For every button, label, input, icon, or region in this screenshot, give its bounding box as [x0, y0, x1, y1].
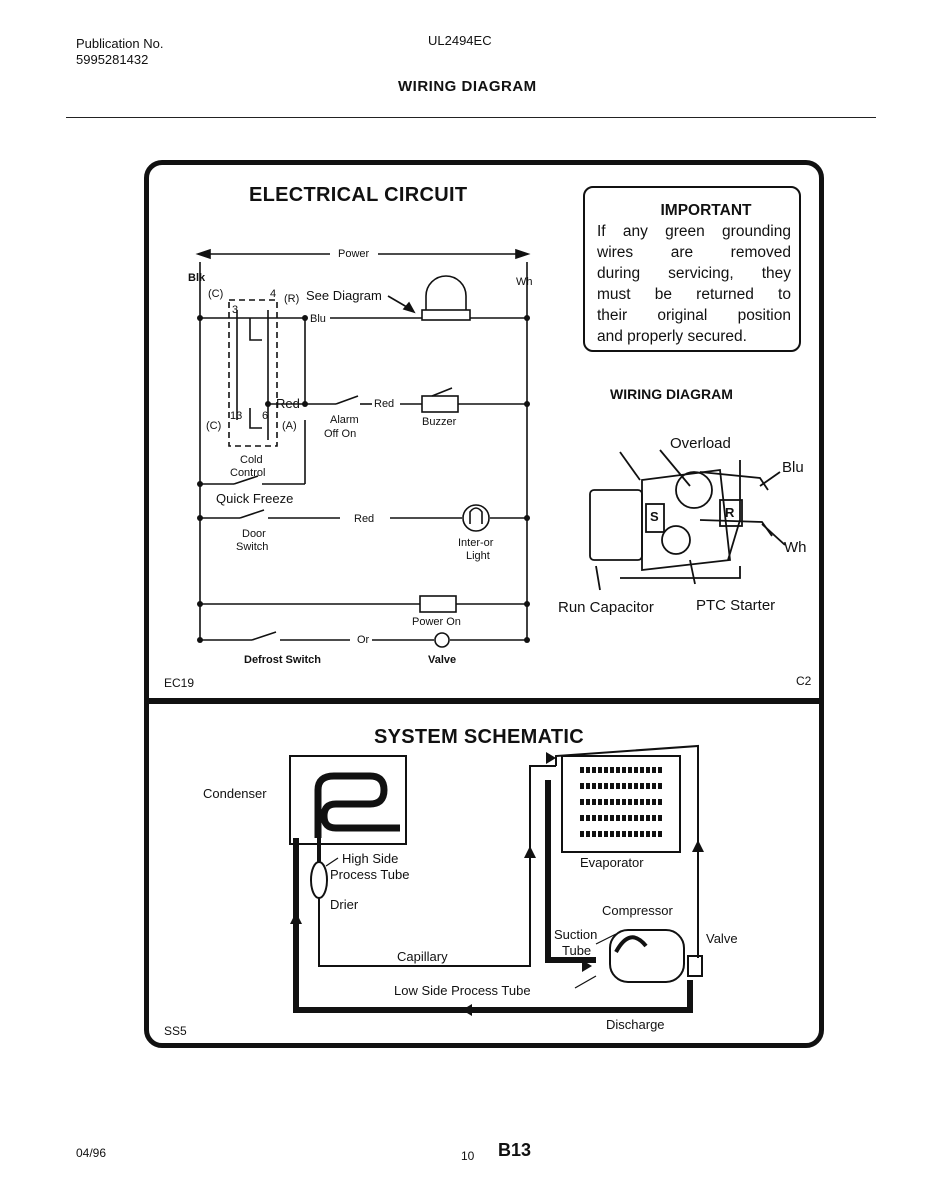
label-low-side-process-tube: Low Side Process Tube — [394, 983, 531, 998]
page-title: WIRING DIAGRAM — [398, 78, 537, 95]
publication-label: Publication No. — [76, 36, 164, 51]
label-red-1: Red — [276, 396, 300, 411]
label-blu: Blu — [310, 313, 326, 325]
code-ec19: EC19 — [164, 676, 195, 690]
important-line: and properly secured. — [597, 328, 747, 345]
important-heading: IMPORTANT — [660, 202, 752, 219]
important-line: wires are removed — [597, 244, 791, 261]
diagram-frame — [144, 160, 824, 1048]
label-s-terminal: S — [650, 509, 659, 524]
header-rule — [66, 117, 876, 118]
label-3: 3 — [232, 304, 239, 316]
footer-date: 04/96 — [76, 1146, 107, 1160]
label-process-tube: Process Tube — [330, 867, 410, 882]
label-valve: Valve — [428, 654, 457, 666]
important-line: If any green grounding — [597, 223, 791, 240]
label-door: Door — [242, 528, 266, 540]
label-6: 6 — [262, 410, 269, 422]
code-ss5: SS5 — [164, 1024, 187, 1038]
important-notice: IMPORTANT If any green grounding wires a… — [583, 186, 801, 352]
label-r-terminal: R — [725, 505, 735, 520]
label-tube: Tube — [562, 943, 592, 958]
label-alarm: Alarm — [330, 414, 359, 426]
label-interior: Inter-or — [458, 537, 494, 549]
label-overload: Overload — [670, 435, 731, 452]
label-wh-wire: Wh — [784, 539, 807, 556]
label-13: 13 — [230, 410, 243, 422]
label-blk: Blk — [188, 272, 206, 284]
label-a: (A) — [282, 420, 297, 432]
label-defrost-switch: Defrost Switch — [244, 654, 322, 666]
label-control: Control — [230, 467, 266, 479]
label-high-side: High Side — [342, 851, 399, 866]
label-power: Power — [338, 248, 370, 260]
label-suction: Suction — [554, 927, 598, 942]
label-red-2: Red — [374, 398, 395, 410]
label-cold: Cold — [240, 454, 263, 466]
label-power-on: Power On — [412, 616, 461, 628]
label-r: (R) — [284, 293, 300, 305]
model-number: UL2494EC — [428, 33, 492, 48]
label-red-3: Red — [354, 513, 375, 525]
footer-page-number: 10 — [461, 1149, 475, 1163]
label-switch: Switch — [236, 541, 269, 553]
important-line: must be returned to — [597, 286, 791, 303]
label-valve-schematic: Valve — [706, 931, 738, 946]
label-compressor: Compressor — [602, 903, 673, 918]
label-buzzer: Buzzer — [422, 416, 457, 428]
label-4: 4 — [270, 288, 277, 300]
publication-number: 5995281432 — [76, 52, 149, 67]
label-ptc-starter: PTC Starter — [696, 597, 776, 614]
label-evaporator: Evaporator — [580, 855, 644, 870]
label-run-capacitor: Run Capacitor — [558, 599, 654, 616]
label-capillary: Capillary — [397, 949, 448, 964]
code-c2: C2 — [796, 674, 812, 688]
label-off-on: Off On — [324, 428, 357, 440]
important-line: during servicing, they — [597, 265, 791, 282]
label-drier: Drier — [330, 897, 359, 912]
label-quick-freeze: Quick Freeze — [216, 491, 294, 506]
label-blu-wire: Blu — [782, 459, 804, 476]
label-see-diagram: See Diagram — [306, 288, 382, 303]
system-schematic-title: SYSTEM SCHEMATIC — [374, 726, 584, 748]
label-c-bottom: (C) — [206, 420, 222, 432]
footer-ref: B13 — [498, 1140, 532, 1160]
electrical-circuit-title: ELECTRICAL CIRCUIT — [249, 184, 468, 206]
label-discharge: Discharge — [606, 1017, 665, 1032]
section-divider — [146, 698, 822, 704]
wiring-diagram-title: WIRING DIAGRAM — [610, 386, 733, 402]
label-or: Or — [357, 634, 370, 646]
label-condenser: Condenser — [203, 786, 267, 801]
important-line: their original position — [597, 307, 791, 324]
label-c-top: (C) — [208, 288, 224, 300]
label-wh: Wh — [516, 276, 533, 288]
label-light: Light — [466, 550, 490, 562]
